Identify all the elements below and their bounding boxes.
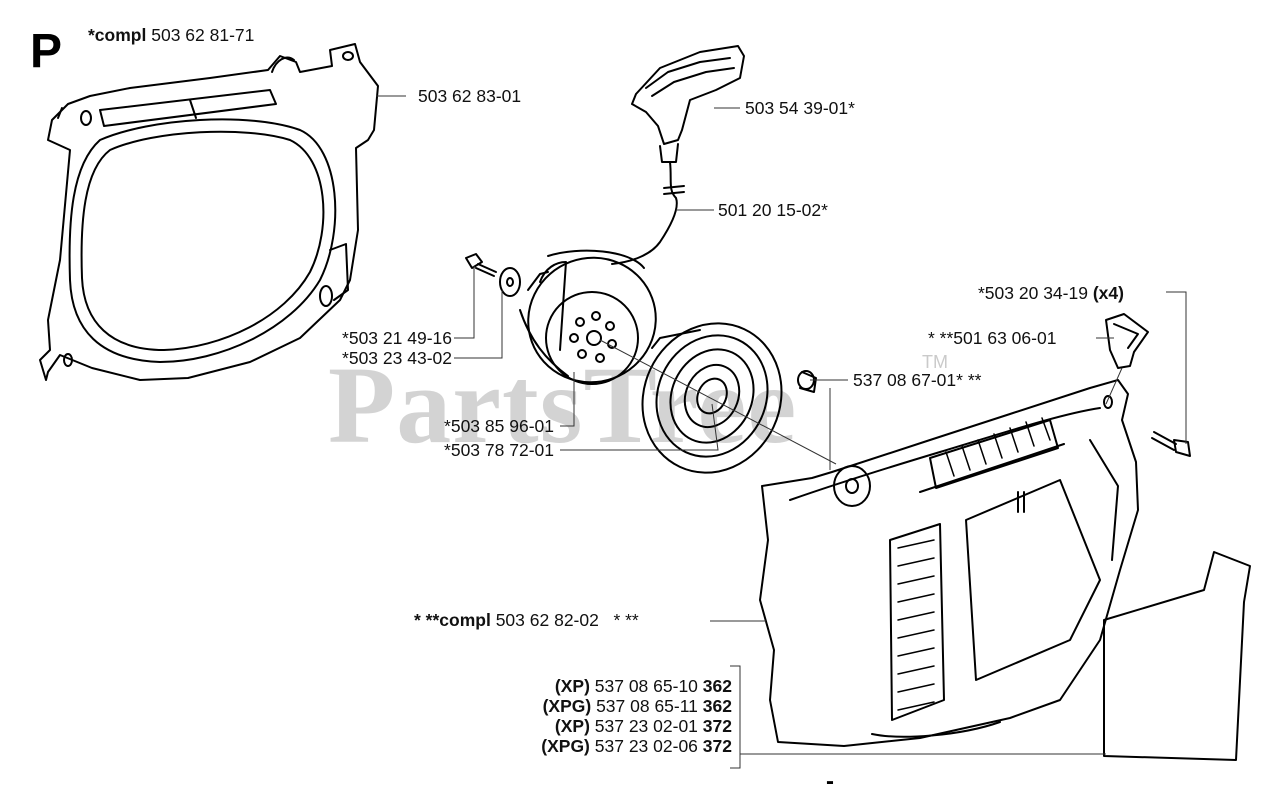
label-cover-variant: (XP) 537 23 02-01 372: [554, 716, 732, 736]
starter-pulley-part: [519, 249, 657, 385]
watermark-tm: TM: [922, 352, 948, 372]
label-fan-housing-compl: *compl 503 62 81-71: [88, 25, 255, 45]
cover-vent-slots: [897, 417, 1051, 711]
recoil-spring-part: [641, 322, 783, 474]
label-recoil-spring: *503 78 72-01: [444, 440, 554, 460]
fan-housing-part: [39, 43, 379, 381]
label-cover-variant: (XP) 537 08 65-10 362: [554, 676, 732, 696]
cord-guide-part: [1105, 313, 1149, 369]
label-washer: *503 23 43-02: [342, 348, 452, 368]
label-cord-guide: * **501 63 06-01: [928, 328, 1057, 348]
label-cover-variant: (XPG) 537 23 02-06 372: [541, 736, 732, 756]
starter-cover-part: [759, 379, 1139, 747]
label-starter-handle: 503 54 39-01*: [745, 98, 855, 118]
section-letter: P: [30, 25, 63, 78]
bushing-part: [797, 370, 817, 393]
starter-screw-part: [1151, 431, 1191, 457]
label-pulley: *503 85 96-01: [444, 416, 554, 436]
screw-washer-parts: [465, 253, 521, 297]
footer-mark: -: [826, 768, 834, 795]
label-starter-screws: *503 20 34-19 (x4): [978, 283, 1124, 303]
label-screw: *503 21 49-16: [342, 328, 452, 348]
starter-cord-part: [611, 161, 678, 265]
label-bushing: 537 08 67-01* **: [853, 370, 982, 390]
label-starter-compl: * **compl 503 62 82-02 * **: [414, 610, 639, 630]
leader-lines: [376, 95, 1187, 769]
label-fan-housing: 503 62 83-01: [418, 86, 522, 106]
label-starter-cord: 501 20 15-02*: [718, 200, 828, 220]
decal-part: [1103, 551, 1251, 761]
starter-handle-part: [631, 45, 745, 163]
label-cover-variant: (XPG) 537 08 65-11 362: [542, 696, 732, 716]
